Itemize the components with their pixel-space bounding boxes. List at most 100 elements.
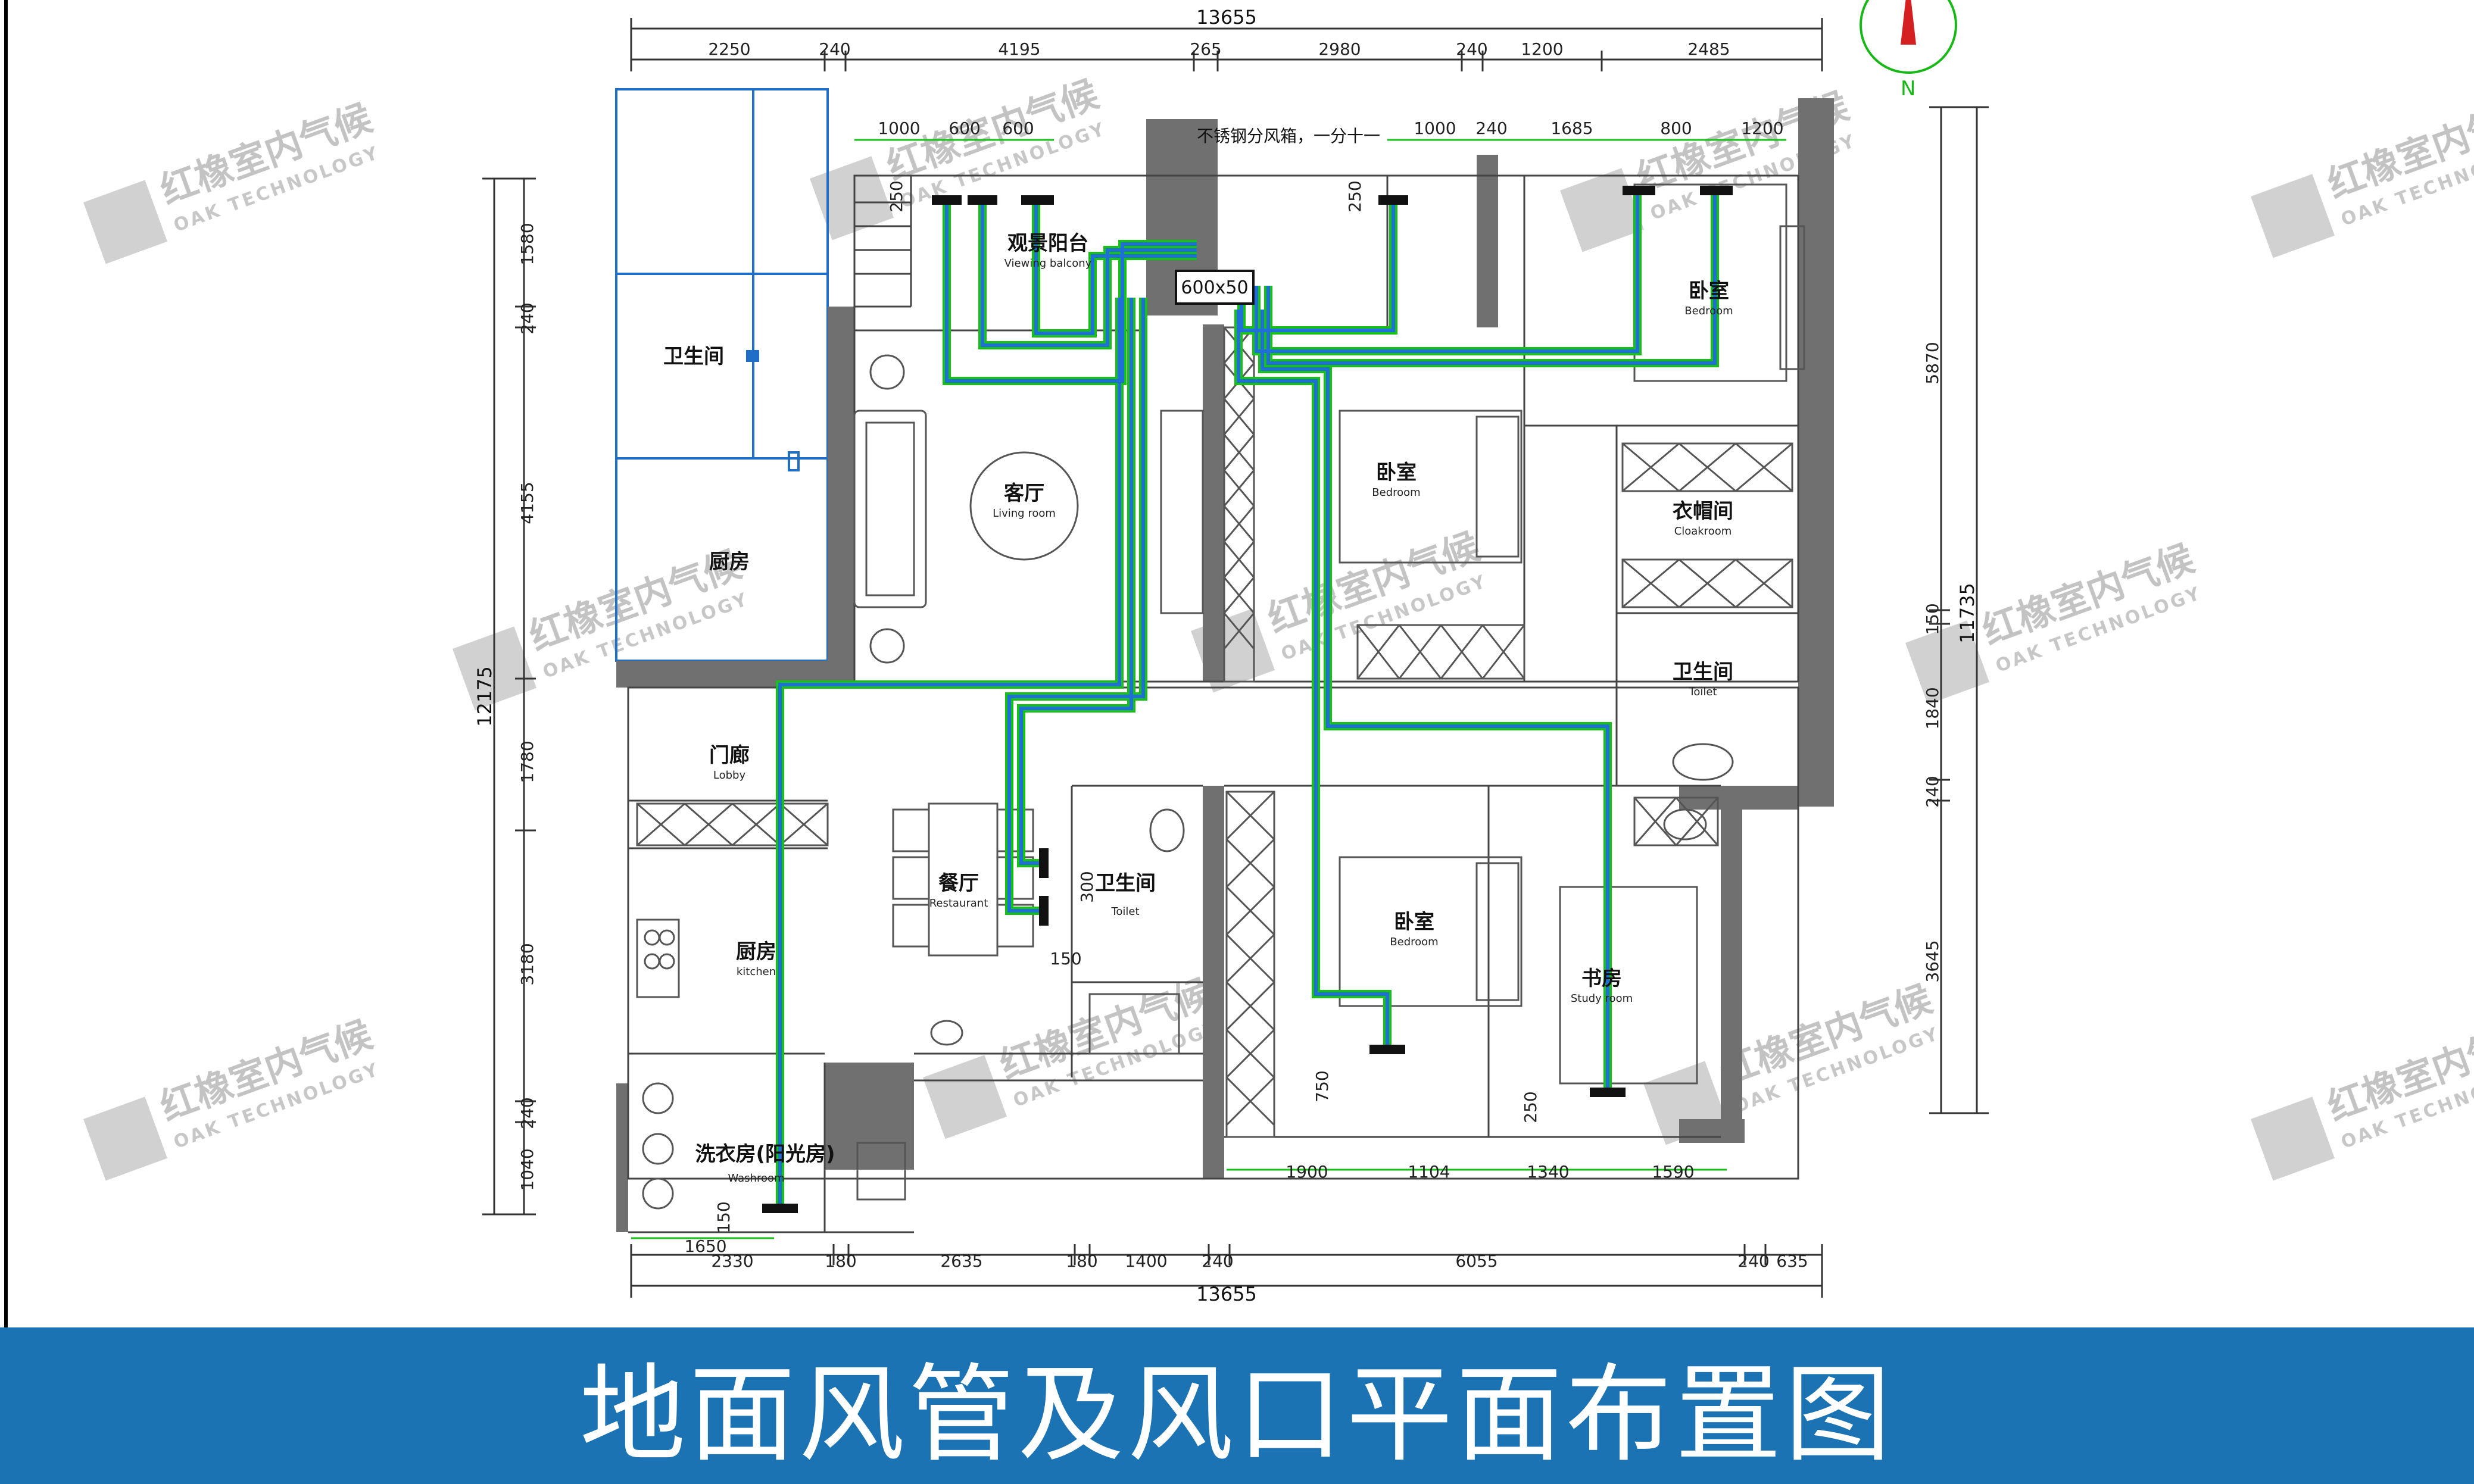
room-label: 厨房 [709, 550, 750, 574]
room-label-en: Washroom [728, 1172, 784, 1185]
watermark-logo-icon [2251, 1096, 2335, 1181]
dim-left-seg: 240 [517, 302, 537, 334]
dim-top-seg: 240 [1456, 39, 1487, 59]
duct-dim: 150 [714, 1201, 734, 1233]
watermark-logo-icon [1560, 168, 1644, 252]
dim-top-seg: 4195 [998, 39, 1040, 59]
duct-dim: 1000 [1414, 118, 1456, 138]
vents [762, 186, 1733, 1213]
duct-dim: 250 [1345, 180, 1365, 212]
dim-bottom-seg: 2635 [940, 1251, 982, 1271]
dim-left-seg: 1040 [517, 1148, 537, 1191]
watermark-logo-icon [810, 156, 894, 240]
room-label: 观景阳台 [1007, 232, 1088, 255]
north-arrow-icon [1901, 0, 1916, 45]
vent-icon [1039, 896, 1049, 926]
duct-dim: 150 [1050, 949, 1081, 968]
room-labels: 观景阳台 Viewing balcony 卫生间 厨房 客厅 Living ro… [663, 232, 1733, 1185]
dim-right-seg: 3645 [1923, 940, 1942, 982]
title-banner: 地面风管及风口平面布置图 [0, 1327, 2474, 1484]
vent-icon [1590, 1088, 1626, 1097]
watermark-logo-icon [83, 180, 167, 264]
room-label: 书房 [1581, 967, 1622, 991]
watermark-logo-icon [2251, 174, 2335, 258]
duct-dim: 1000 [878, 118, 920, 138]
compass-ring [1860, 0, 1957, 74]
dim-bottom-seg: 240 [1202, 1251, 1233, 1271]
room-label-en: Bedroom [1390, 936, 1438, 948]
dim-top-seg: 2250 [708, 39, 750, 59]
dim-left-total: 12175 [473, 666, 496, 727]
watermark-group: 红橡室内气候 OAK TECHNOLOGY 红橡室内气候 OAK TECHNOL… [83, 72, 2474, 1181]
vent-icon [968, 195, 997, 205]
dim-bottom-seg: 240 [1737, 1251, 1769, 1271]
duct-dim: 800 [1660, 118, 1692, 138]
dim-left-seg: 1580 [517, 223, 537, 265]
room-label-en: Restaurant [929, 897, 988, 910]
dim-right-total: 11735 [1956, 583, 1979, 643]
room-label: 卫生间 [663, 345, 724, 368]
room-label-en: Living room [993, 507, 1056, 520]
room-label: 衣帽间 [1673, 499, 1733, 523]
dim-left-seg: 1780 [517, 741, 537, 783]
manifold-note: 不锈钢分风箱，一分十一 [1197, 126, 1380, 146]
floor-plan-drawing: 红橡室内气候 OAK TECHNOLOGY 红橡室内气候 OAK TECHNOL… [4, 0, 2474, 1327]
room-label-en: Viewing balcony [1004, 257, 1092, 270]
dim-left-seg: 4155 [517, 482, 537, 524]
duct-dim: 300 [1077, 871, 1097, 902]
room-label-en: Toilet [1110, 905, 1139, 918]
vent-icon [1021, 195, 1054, 205]
dim-bottom-seg: 6055 [1455, 1251, 1497, 1271]
vent-icon [1700, 186, 1733, 195]
vent-icon [1378, 195, 1408, 205]
dim-right-seg: 5870 [1923, 342, 1942, 384]
page-title: 地面风管及风口平面布置图 [579, 1353, 1895, 1476]
dim-top-seg: 2980 [1318, 39, 1361, 59]
dim-bottom-seg: 2330 [711, 1251, 753, 1271]
dim-bottom-seg: 180 [1066, 1251, 1097, 1271]
room-label-en: kitchen [737, 966, 776, 978]
dim-left-seg: 240 [517, 1097, 537, 1129]
room-label: 卫生间 [1673, 660, 1733, 684]
duct-dim: 1590 [1652, 1162, 1694, 1182]
dim-top-seg: 265 [1190, 39, 1221, 59]
walls [616, 98, 1834, 1232]
room-label-en: Cloakroom [1674, 525, 1732, 538]
dim-bottom-seg: 635 [1776, 1251, 1808, 1271]
dim-right-seg: 240 [1923, 776, 1942, 807]
room-label: 卫生间 [1095, 871, 1156, 895]
dim-bottom-seg: 1400 [1125, 1251, 1167, 1271]
duct-dim: 250 [887, 180, 906, 212]
duct-dim: 1200 [1741, 118, 1783, 138]
compass-label: N [1901, 77, 1915, 101]
dim-top-seg: 240 [819, 39, 850, 59]
dim-bottom-seg: 180 [825, 1251, 856, 1271]
room-label: 客厅 [1004, 482, 1044, 505]
duct-dim: 750 [1312, 1070, 1332, 1102]
duct-dim: 600 [1002, 118, 1034, 138]
room-label: 卧室 [1689, 279, 1729, 303]
duct-dim: 1104 [1408, 1162, 1450, 1182]
dim-right-seg: 150 [1923, 603, 1942, 635]
room-label: 卧室 [1394, 910, 1434, 934]
watermark-logo-icon [83, 1096, 167, 1181]
duct-dim: 240 [1475, 118, 1507, 138]
room-label-en: Bedroom [1684, 305, 1733, 317]
duct-dim: 250 [1521, 1091, 1540, 1123]
dim-top-total: 13655 [1196, 6, 1257, 29]
room-label-en: Toilet [1688, 686, 1717, 698]
room-label: 餐厅 [938, 871, 979, 895]
dim-top-seg: 1200 [1521, 39, 1563, 59]
vent-icon [1039, 848, 1049, 878]
room-label-en: Lobby [713, 769, 746, 782]
room-label: 厨房 [736, 940, 776, 964]
vent-icon [1623, 186, 1655, 195]
dim-top-seg: 2485 [1687, 39, 1730, 59]
duct-dim: 1340 [1527, 1162, 1569, 1182]
watermark-logo-icon [1905, 620, 1989, 705]
duct-dim: 600 [949, 118, 980, 138]
watermark-logo-icon [923, 1055, 1007, 1139]
duct-dimension-lines [631, 139, 1786, 1239]
dim-bottom-total: 13655 [1196, 1283, 1257, 1305]
duct-dim: 1900 [1286, 1162, 1328, 1182]
